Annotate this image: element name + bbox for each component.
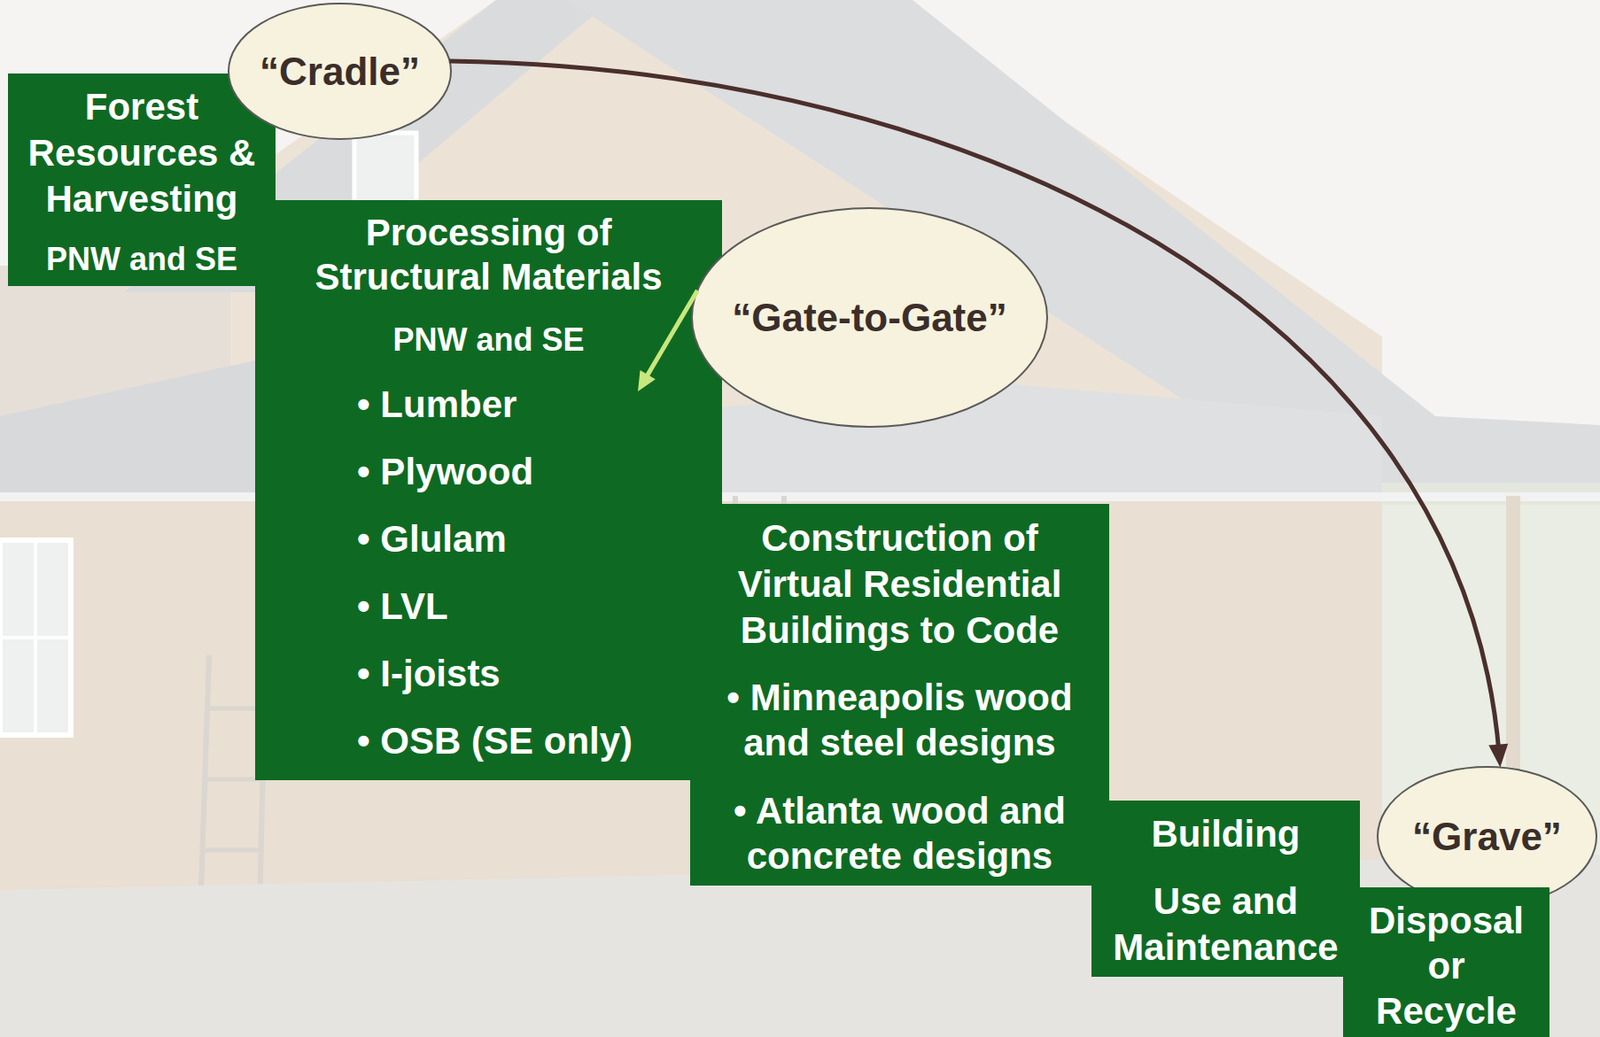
box-heading: Processing of Structural Materials — [294, 210, 684, 300]
text-stack: Processing of Structural MaterialsPNW an… — [269, 210, 708, 776]
stage-box: Construction of Virtual Residential Buil… — [690, 504, 1110, 886]
window-mullion — [0, 636, 71, 640]
box-heading: Disposal or Recycle — [1353, 898, 1539, 1034]
stage-ellipse: “Gate-to-Gate” — [690, 206, 1049, 429]
box-text: PNW and SE — [269, 319, 708, 361]
box-text: • Lumber — [269, 371, 708, 439]
box-text: • Glulam — [269, 505, 708, 574]
box-text: • OSB (SE only) — [269, 707, 708, 776]
box-heading: Building — [1102, 811, 1350, 858]
box-text: • I-joists — [269, 640, 708, 708]
stage-box: Disposal or Recycle — [1343, 887, 1550, 1037]
box-text: • Atlanta wood and concrete designs — [707, 788, 1092, 879]
ladder-rung — [201, 848, 261, 854]
stage-ellipse: “Cradle” — [226, 1, 453, 141]
stage-box: Forest Resources & HarvestingPNW and SE — [7, 73, 276, 287]
text-stack: Construction of Virtual Residential Buil… — [707, 515, 1092, 879]
arrow-head — [1488, 744, 1508, 769]
ellipse-shape — [1377, 767, 1597, 907]
stage-box: BuildingUse and Maintenance — [1091, 800, 1360, 978]
connector — [450, 61, 1509, 769]
eave-trim — [0, 492, 1600, 502]
arrow-head — [637, 370, 656, 392]
lifecycle-arc — [450, 61, 1500, 754]
box-text: • LVL — [269, 573, 708, 641]
box-text: Use and Maintenance — [1102, 878, 1350, 971]
ellipse-shape — [691, 208, 1048, 428]
box-text: PNW and SE — [20, 239, 264, 280]
ladder-rung — [204, 777, 263, 783]
box-heading: Construction of Virtual Residential Buil… — [707, 515, 1092, 654]
stage-label: “Cradle” — [259, 47, 420, 95]
stage-ellipse: “Grave” — [1375, 765, 1599, 909]
box-text: • Minneapolis wood and steel designs — [707, 675, 1092, 766]
text-stack: “Grave” — [1412, 813, 1562, 861]
box-heading: Forest Resources & Harvesting — [20, 84, 264, 223]
stage-label: “Gate-to-Gate” — [731, 294, 1007, 342]
text-stack: Forest Resources & HarvestingPNW and SE — [20, 84, 264, 280]
pointer-arrow — [644, 290, 699, 382]
stage-label: “Grave” — [1412, 813, 1562, 861]
text-stack: “Gate-to-Gate” — [731, 294, 1007, 342]
ellipse-shape — [228, 3, 451, 140]
text-stack: “Cradle” — [259, 47, 420, 95]
box-text: • Plywood — [269, 438, 708, 506]
text-stack: Disposal or Recycle — [1353, 898, 1539, 1034]
connector — [637, 290, 698, 392]
text-stack: BuildingUse and Maintenance — [1102, 811, 1350, 971]
stage-box: Processing of Structural MaterialsPNW an… — [255, 200, 723, 781]
left-window — [0, 540, 71, 736]
